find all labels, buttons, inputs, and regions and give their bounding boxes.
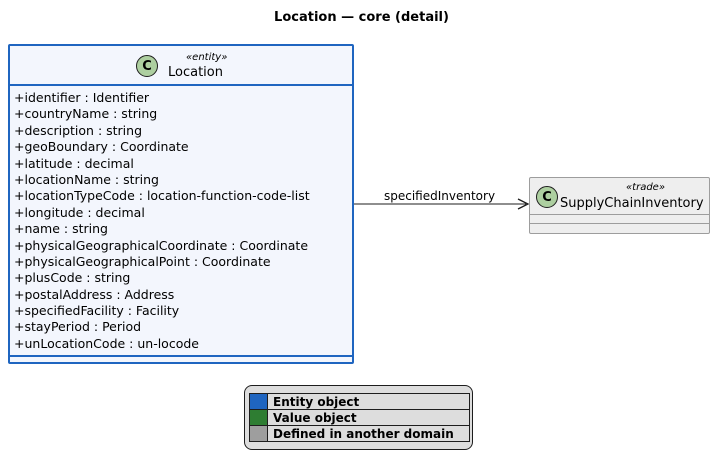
- location-class[interactable]: C «entity» Location +identifier : Identi…: [8, 44, 354, 364]
- attribute-item: +name : string: [14, 221, 108, 237]
- legend-swatch: [249, 425, 268, 442]
- class-circle-icon: C: [536, 186, 558, 208]
- location-header-divider: [10, 84, 352, 86]
- location-stereotype: «entity»: [186, 52, 228, 63]
- attribute-item: +countryName : string: [14, 106, 158, 122]
- attribute-item: +locationTypeCode : location-function-co…: [14, 188, 310, 204]
- inventory-header-divider: [530, 214, 709, 215]
- attribute-item: +description : string: [14, 122, 143, 138]
- diagram-title: Location — core (detail): [274, 10, 449, 25]
- attribute-item: +longitude : decimal: [14, 204, 145, 220]
- attribute-item: +plusCode : string: [14, 270, 131, 286]
- attribute-item: +geoBoundary : Coordinate: [14, 139, 189, 155]
- association-label: specifiedInventory: [384, 189, 496, 203]
- location-attribute-list: +identifier : Identifier+countryName : s…: [10, 86, 352, 355]
- inventory-attribute-compartment: [530, 215, 709, 223]
- legend-label: Value object: [267, 409, 470, 426]
- attribute-item: +identifier : Identifier: [14, 90, 150, 105]
- attribute-item: +specifiedFacility : Facility: [14, 303, 180, 319]
- attribute-item: +physicalGeographicalPoint : Coordinate: [14, 253, 271, 269]
- legend-row: Entity object: [249, 393, 470, 410]
- inventory-stereotype: «trade»: [626, 182, 666, 193]
- attribute-item: +physicalGeographicalCoordinate : Coordi…: [14, 237, 309, 253]
- attribute-item: +locationName : string: [14, 171, 159, 187]
- legend-label: Entity object: [267, 393, 470, 410]
- class-circle-icon: C: [136, 55, 158, 77]
- association-arrowhead-icon: [517, 198, 530, 210]
- legend-swatch: [249, 393, 268, 410]
- legend-row: Value object: [249, 409, 470, 426]
- location-methods-divider: [10, 355, 352, 358]
- attribute-item: +stayPeriod : Period: [14, 319, 142, 335]
- attribute-item: +unLocationCode : un-locode: [14, 335, 199, 351]
- legend-row: Defined in another domain: [249, 425, 470, 442]
- legend-swatch: [249, 409, 268, 426]
- inventory-methods-divider: [530, 223, 709, 224]
- legend-label: Defined in another domain: [267, 425, 470, 442]
- inventory-class-header: C «trade» SupplyChainInventory: [530, 178, 709, 214]
- attribute-item: +latitude : decimal: [14, 155, 134, 171]
- attribute-item: +postalAddress : Address: [14, 286, 175, 302]
- location-class-header: C «entity» Location: [10, 46, 352, 84]
- inventory-class-name: SupplyChainInventory: [560, 196, 704, 211]
- location-class-name: Location: [168, 65, 223, 80]
- supply-chain-inventory-class[interactable]: C «trade» SupplyChainInventory: [529, 177, 710, 234]
